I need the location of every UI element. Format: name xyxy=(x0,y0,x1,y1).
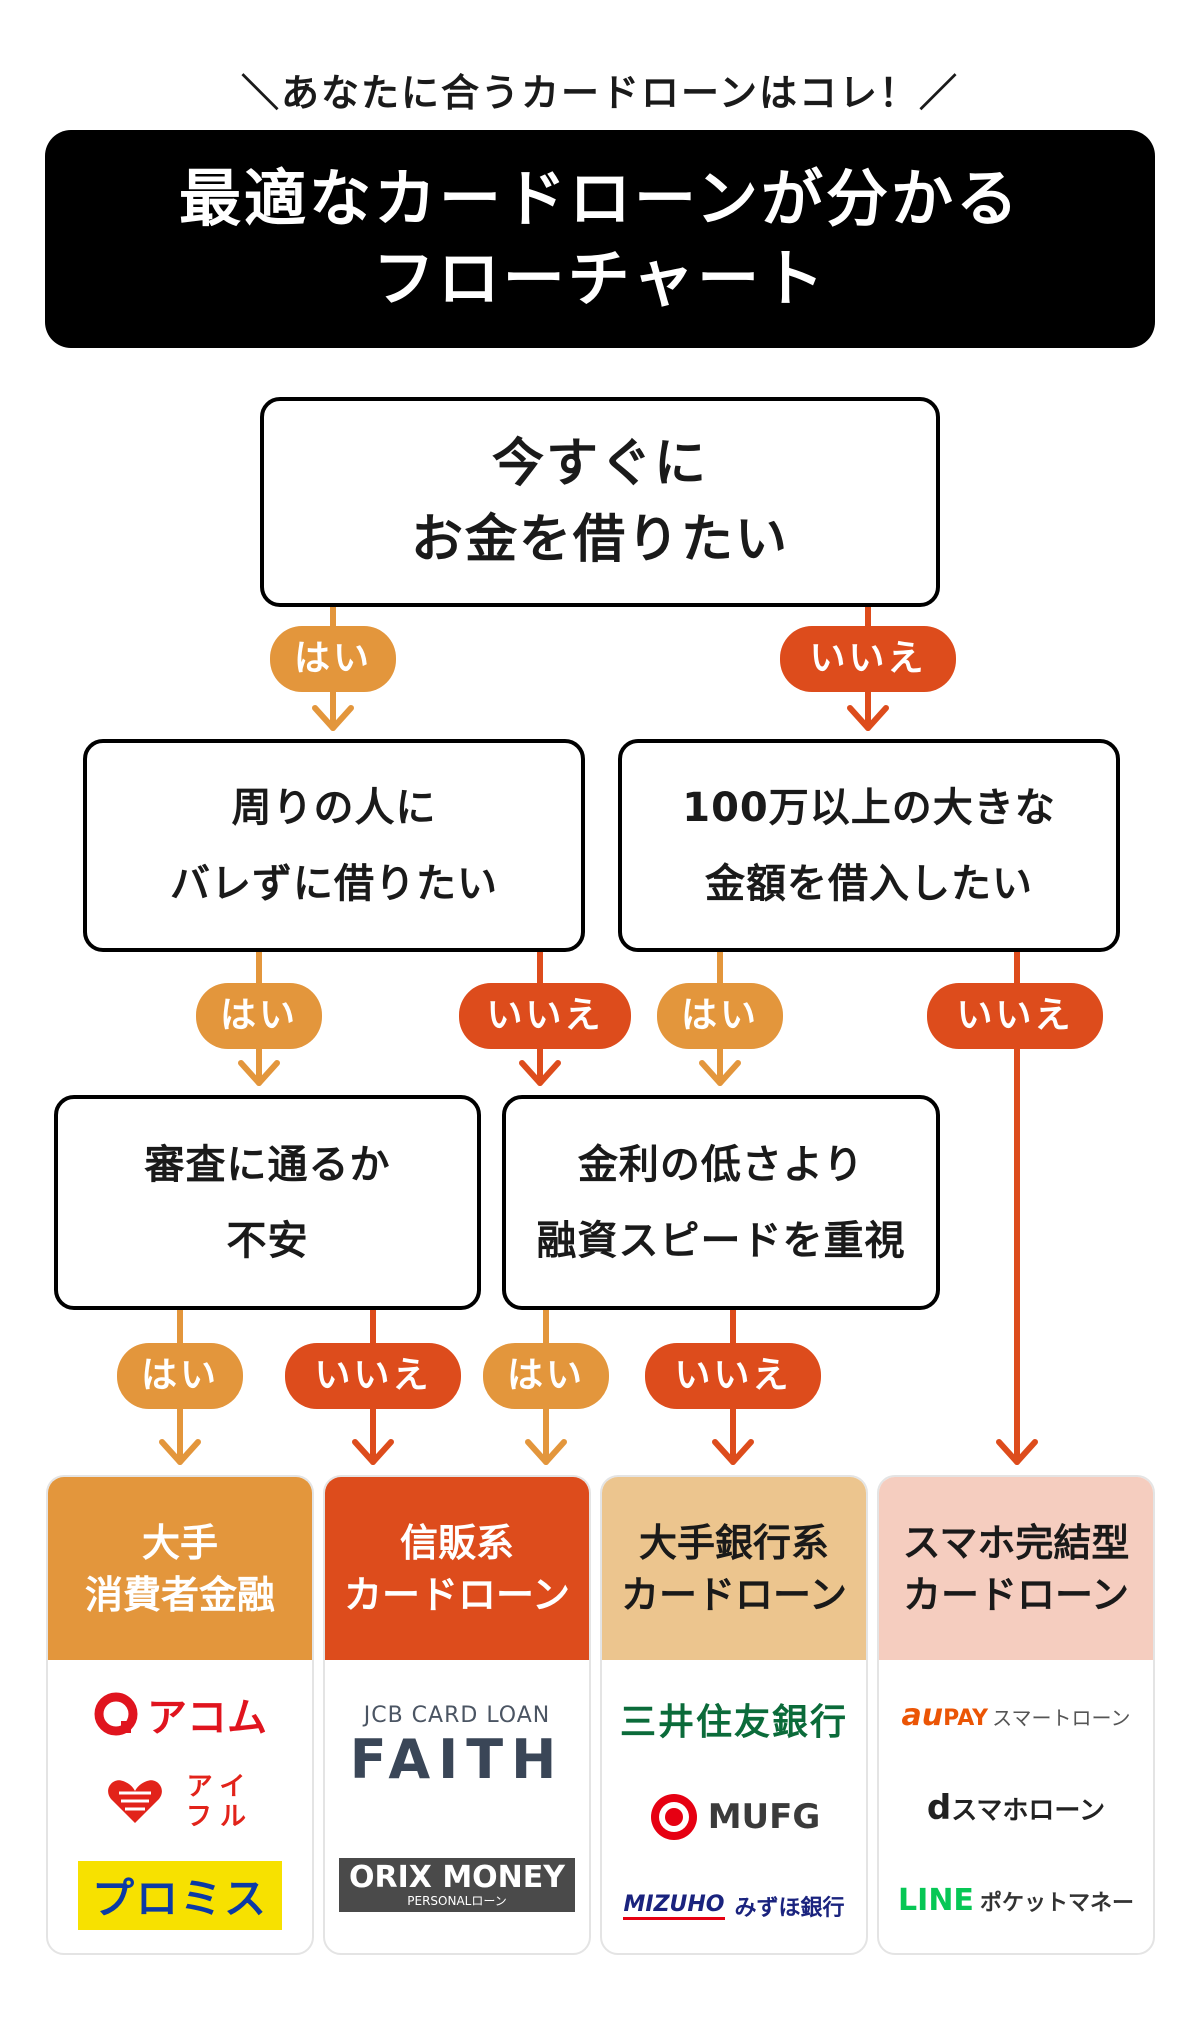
line-text: LINE xyxy=(898,1882,974,1918)
question-2-line-1: 周りの人に xyxy=(231,784,437,831)
question-1-line-1: 今すぐに xyxy=(491,434,708,494)
au-smart-loan-text: スマートローン xyxy=(992,1705,1131,1730)
question-node-3: 100万以上の大きな 金額を借入したい xyxy=(618,739,1120,952)
question-node-2: 周りの人に バレずに借りたい xyxy=(83,739,585,952)
orix-personal-text: PERSONALローン xyxy=(407,1893,507,1908)
mufg-mark-icon xyxy=(650,1794,697,1841)
result-2-logos: JCB CARD LOAN FAITH ORIX MONEY PERSONALロ… xyxy=(325,1660,589,1953)
header-subtitle: ＼あなたに合うカードローンはコレ！／ xyxy=(240,71,960,115)
result-4-title-line-1: スマホ完結型 xyxy=(902,1520,1130,1565)
question-3-line-2: 金額を借入したい xyxy=(705,860,1033,907)
result-2-title-line-1: 信販系 xyxy=(399,1520,514,1565)
answer-yes-q5: はい xyxy=(483,1343,609,1409)
answer-yes-q2: はい xyxy=(196,983,322,1049)
result-3-logos: 三井住友銀行 MUFG MIZUHO みずほ銀行 xyxy=(602,1660,866,1953)
acom-mark-icon xyxy=(94,1692,138,1736)
question-4-line-2: 不安 xyxy=(226,1217,309,1264)
question-5-line-2: 融資スピードを重視 xyxy=(536,1217,906,1264)
d-smartphone-loan-logo: dスマホローン xyxy=(927,1788,1105,1828)
promise-logo: プロミス xyxy=(77,1861,282,1931)
orix-money-logo: ORIX MONEY PERSONALローン xyxy=(338,1857,576,1912)
question-node-1: 今すぐに お金を借りたい xyxy=(260,397,940,607)
orix-money-text: ORIX MONEY xyxy=(348,1859,566,1895)
result-1-title-line-1: 大手 xyxy=(141,1520,218,1565)
pay-text: PAY xyxy=(943,1705,989,1731)
answer-yes-q4: はい xyxy=(117,1343,243,1409)
answer-no-q1: いいえ xyxy=(780,626,956,692)
result-1-header: 大手 消費者金融 xyxy=(48,1477,312,1660)
answer-yes-q1: はい xyxy=(270,626,396,692)
promise-text: プロミス xyxy=(91,1874,268,1924)
result-1-logos: アコム アイフル プロミス xyxy=(48,1660,312,1953)
result-card-consumer-finance: 大手 消費者金融 アコム アイフル プロミス xyxy=(46,1475,314,1955)
question-4-line-1: 審査に通るか xyxy=(144,1141,391,1188)
title-line-1: 最適なカードローンが分かる xyxy=(179,162,1021,235)
title-line-2: フローチャート xyxy=(372,242,828,315)
pocket-money-text: ポケットマネー xyxy=(979,1890,1134,1916)
aiful-heart-icon xyxy=(108,1780,162,1823)
result-card-major-bank: 大手銀行系 カードローン 三井住友銀行 MUFG MIZUHO みずほ銀行 xyxy=(600,1475,868,1955)
question-2-line-2: バレずに借りたい xyxy=(170,860,498,907)
mizuho-bank-text: みずほ銀行 xyxy=(734,1895,845,1921)
question-node-5: 金利の低さより 融資スピードを重視 xyxy=(502,1095,940,1310)
mufg-text: MUFG xyxy=(707,1797,821,1838)
question-1-line-2: お金を借りたい xyxy=(410,510,789,570)
question-node-4: 審査に通るか 不安 xyxy=(54,1095,481,1310)
answer-yes-q3: はい xyxy=(657,983,783,1049)
answer-no-q2: いいえ xyxy=(459,983,631,1049)
jcb-card-loan-text: JCB CARD LOAN xyxy=(363,1703,551,1729)
result-2-header: 信販系 カードローン xyxy=(325,1477,589,1660)
question-3-line-1: 100万以上の大きな xyxy=(682,784,1056,831)
acom-logo: アコム xyxy=(93,1685,267,1743)
answer-no-q3: いいえ xyxy=(927,983,1103,1049)
question-5-line-1: 金利の低さより xyxy=(577,1141,865,1188)
result-4-title-line-2: カードローン xyxy=(902,1572,1130,1617)
result-3-title-line-2: カードローン xyxy=(620,1572,848,1617)
title-banner: 最適なカードローンが分かる フローチャート xyxy=(45,130,1155,348)
result-3-title-line-1: 大手銀行系 xyxy=(638,1520,829,1565)
au-text: au xyxy=(901,1697,944,1733)
mufg-logo: MUFG xyxy=(648,1791,821,1843)
aiful-logo: アイフル xyxy=(105,1772,255,1832)
aiful-text: アイフル xyxy=(185,1771,254,1832)
jcb-faith-logo: JCB CARD LOAN FAITH xyxy=(350,1703,565,1791)
d-text: d xyxy=(926,1787,952,1828)
result-1-title-line-2: 消費者金融 xyxy=(84,1572,275,1617)
faith-text: FAITH xyxy=(349,1728,565,1792)
result-card-shinpan: 信販系 カードローン JCB CARD LOAN FAITH ORIX MONE… xyxy=(323,1475,591,1955)
acom-text: アコム xyxy=(147,1694,267,1741)
result-2-title-line-2: カードローン xyxy=(343,1572,571,1617)
answer-no-q5: いいえ xyxy=(645,1343,821,1409)
result-3-header: 大手銀行系 カードローン xyxy=(602,1477,866,1660)
mizuho-logo: MIZUHO みずほ銀行 xyxy=(623,1890,845,1922)
smbc-logo: 三井住友銀行 xyxy=(619,1702,848,1744)
result-4-header: スマホ完結型 カードローン xyxy=(879,1477,1153,1660)
answer-no-q4: いいえ xyxy=(285,1343,461,1409)
d-smartphone-loan-text: スマホローン xyxy=(951,1795,1106,1826)
mizuho-text: MIZUHO xyxy=(623,1892,725,1920)
